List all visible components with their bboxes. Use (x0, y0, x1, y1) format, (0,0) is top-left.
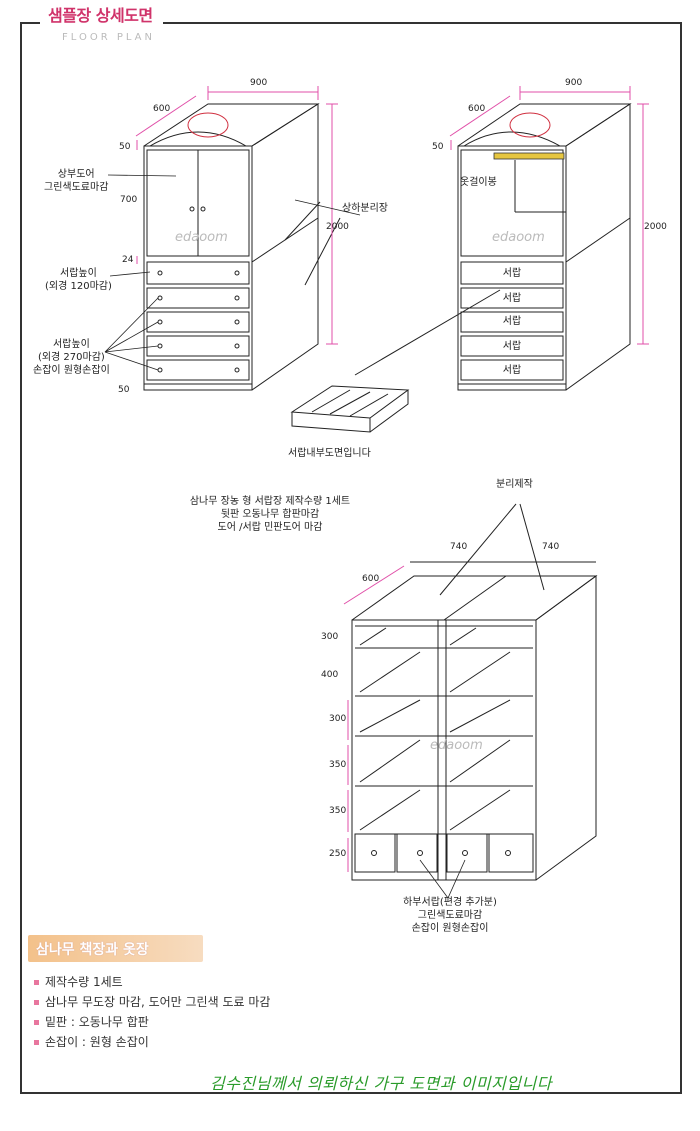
drawer-inner-box (290, 385, 410, 433)
spec-text: 삼나무 무도장 마감, 도어만 그린색 도료 마감 (45, 995, 271, 1009)
spec-item: 제작수량 1세트 (34, 974, 123, 990)
tl-dim-depth: 600 (153, 104, 171, 114)
tr-drawer-1: 서랍 (502, 268, 522, 279)
bullet-icon (34, 1040, 39, 1045)
drawer-inner-caption: 서랍내부도면입니다 (288, 448, 371, 459)
watermark-3: edaoom (430, 738, 483, 753)
tl-dim-gap: 24 (122, 255, 134, 265)
label-split-make: 분리제작 (496, 479, 533, 490)
spec-item: 삼나무 무도장 마감, 도어만 그린색 도료 마감 (34, 994, 270, 1010)
tl-dim-base: 50 (118, 385, 130, 395)
bullet-icon (34, 980, 39, 985)
spec-badge-text: 삼나무 책장과 옷장 (36, 942, 149, 958)
footer-caption: 김수진님께서 의뢰하신 가구 도면과 이미지입니다 (210, 1074, 552, 1093)
tr-dim-top: 50 (432, 142, 444, 152)
bottom-notes: 삼나무 장농 형 서랍장 제작수량 1세트 뒷판 오동나무 합판마감 도어 /서… (189, 496, 351, 533)
tl-dim-total: 2000 (326, 222, 349, 232)
bc-shelf-1: 300 (321, 632, 339, 642)
top-left-leaders (104, 174, 361, 371)
bc-dim-depth: 600 (362, 574, 380, 584)
watermark-2: edaoom (492, 230, 545, 245)
tl-dim-width: 900 (250, 78, 268, 88)
bottom-drawer-caption: 하부서랍(편경 추가분) 그린색도료마감 손잡이 원형손잡이 (403, 897, 497, 934)
bottom-drawer-leaders (419, 859, 466, 899)
top-left-cabinet (143, 103, 341, 391)
bc-shelf-5: 350 (329, 806, 347, 816)
label-drawer-top: 서랍높이 (외경 120마감) (45, 268, 112, 292)
top-left-knobs (157, 206, 240, 373)
spec-text: 밑판 : 오동나무 합판 (45, 1015, 149, 1029)
bc-dim-w2: 740 (542, 542, 560, 552)
tr-drawer-3: 서랍 (502, 316, 522, 327)
tr-dim-width: 900 (565, 78, 583, 88)
page-subtitle: FLOOR PLAN (62, 32, 155, 43)
bottom-drawer-knobs (371, 850, 511, 856)
tr-dim-depth: 600 (468, 104, 486, 114)
top-left-dimensions (135, 86, 338, 345)
bottom-cabinet (351, 503, 598, 881)
bc-shelf-6: 250 (329, 849, 347, 859)
spec-item: 밑판 : 오동나무 합판 (34, 1014, 149, 1030)
tr-drawer-2: 서랍 (502, 293, 522, 304)
bc-shelf-4: 350 (329, 760, 347, 770)
bc-shelf-2: 400 (321, 670, 339, 680)
spec-badge (28, 935, 203, 962)
page-title: 샘플장 상세도면 (48, 6, 153, 25)
spec-item: 손잡이 : 원형 손잡이 (34, 1034, 149, 1050)
tr-drawer-5: 서랍 (502, 365, 522, 376)
top-right-dimensions (449, 86, 649, 345)
tl-dim-upper: 700 (120, 195, 138, 205)
label-drawer-main: 서랍높이 (외경 270마감) 손잡이 원형손잡이 (33, 339, 110, 376)
bullet-icon (34, 1020, 39, 1025)
tr-dim-total: 2000 (644, 222, 667, 232)
bottom-dimensions (343, 565, 405, 872)
bc-dim-w1: 740 (450, 542, 468, 552)
label-split: 상하분리장 (342, 203, 388, 214)
bullet-icon (34, 1000, 39, 1005)
tr-drawer-4: 서랍 (502, 341, 522, 352)
spec-text: 제작수량 1세트 (45, 975, 123, 989)
drawing-frame (20, 22, 682, 1094)
tl-dim-top: 50 (119, 142, 131, 152)
label-hanger: 옷걸이봉 (460, 177, 497, 188)
bc-shelf-3: 300 (329, 714, 347, 724)
hanger-rod (493, 152, 565, 160)
watermark-1: edaoom (175, 230, 228, 245)
spec-text: 손잡이 : 원형 손잡이 (45, 1035, 149, 1049)
title-block: 샘플장 상세도면 (40, 6, 163, 26)
top-right-cabinet (354, 103, 632, 391)
label-upper-door: 상부도어 그린색도료마감 (44, 169, 109, 193)
